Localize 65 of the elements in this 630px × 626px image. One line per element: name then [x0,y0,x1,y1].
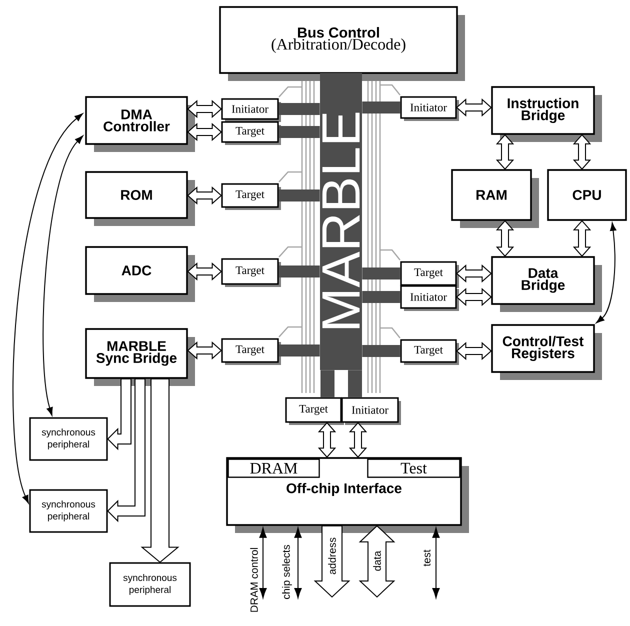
edge-label: data [372,550,382,572]
module-box: ROM [85,171,195,226]
module-box: ADC [85,246,195,302]
module-box: Data Bridge [491,256,602,312]
signal-arrow [432,528,440,598]
bus-connection [362,268,400,280]
interface-box: Initiator [400,96,459,121]
block-arrow [456,342,492,360]
block-arrow [107,378,146,522]
edge-label: test [422,548,432,568]
bus-control-box: Bus Control (Arbitration/Decode) [219,6,465,81]
block-arrow [187,100,222,118]
block-arrow [107,378,132,450]
bus-connection [278,266,320,278]
bus-connection [278,103,320,115]
block-arrow [572,220,592,257]
curved-arrow [42,136,84,416]
interface-box: Target [400,339,459,365]
signal-arrow [259,528,267,598]
module-box: RAM [451,169,539,228]
edge-label: chip selects [282,544,292,600]
interface-box: Target [285,397,344,425]
block-arrow [187,186,222,205]
module-box: DMA Controller [85,96,195,152]
bus-connection [278,126,320,138]
curved-arrow [596,222,616,324]
interface-box: Target [400,261,459,288]
interface-box: Target [221,121,281,145]
module-box: Instruction Bridge [491,86,602,142]
bus-band: MARBLE [320,73,362,370]
interface-box: Target [221,258,281,287]
block-arrow [187,262,222,281]
interface-box: Initiator [341,397,401,425]
bus-connection [278,190,320,202]
block-arrow [456,264,492,283]
interface-box: Initiator [221,98,281,122]
block-arrow [496,134,514,170]
block-arrow [187,122,222,142]
bus-connection [320,370,334,398]
peripheral-box: synchronous peripheral [29,489,108,533]
bus-connection [278,344,320,356]
interface-box: Target [221,338,281,365]
block-arrow [572,134,592,170]
interface-box: DRAM Test Off-chip Interface [226,457,469,533]
signal-arrow [294,528,302,598]
interface-box: Target [221,183,281,210]
curved-arrow [12,113,83,504]
edge-label: DRAM control [250,546,258,614]
block-arrow [456,98,492,117]
block-arrow [456,288,492,306]
interface-box: Initiator [400,285,459,311]
module-box: CPU [547,169,627,221]
peripheral-box: synchronous peripheral [109,562,191,607]
bus-connection [348,370,362,398]
bus-connection [362,291,400,303]
edge-label: address [328,536,336,576]
block-arrow [496,220,514,257]
bus-connection [362,102,400,114]
module-box: Control/Test Registers [491,324,602,380]
bus-connection [362,344,400,357]
node-label: MARBLE [322,112,360,328]
block-arrow [140,378,180,563]
module-box: MARBLE Sync Bridge [85,328,195,386]
block-arrow [187,341,222,360]
peripheral-box: synchronous peripheral [29,417,108,461]
